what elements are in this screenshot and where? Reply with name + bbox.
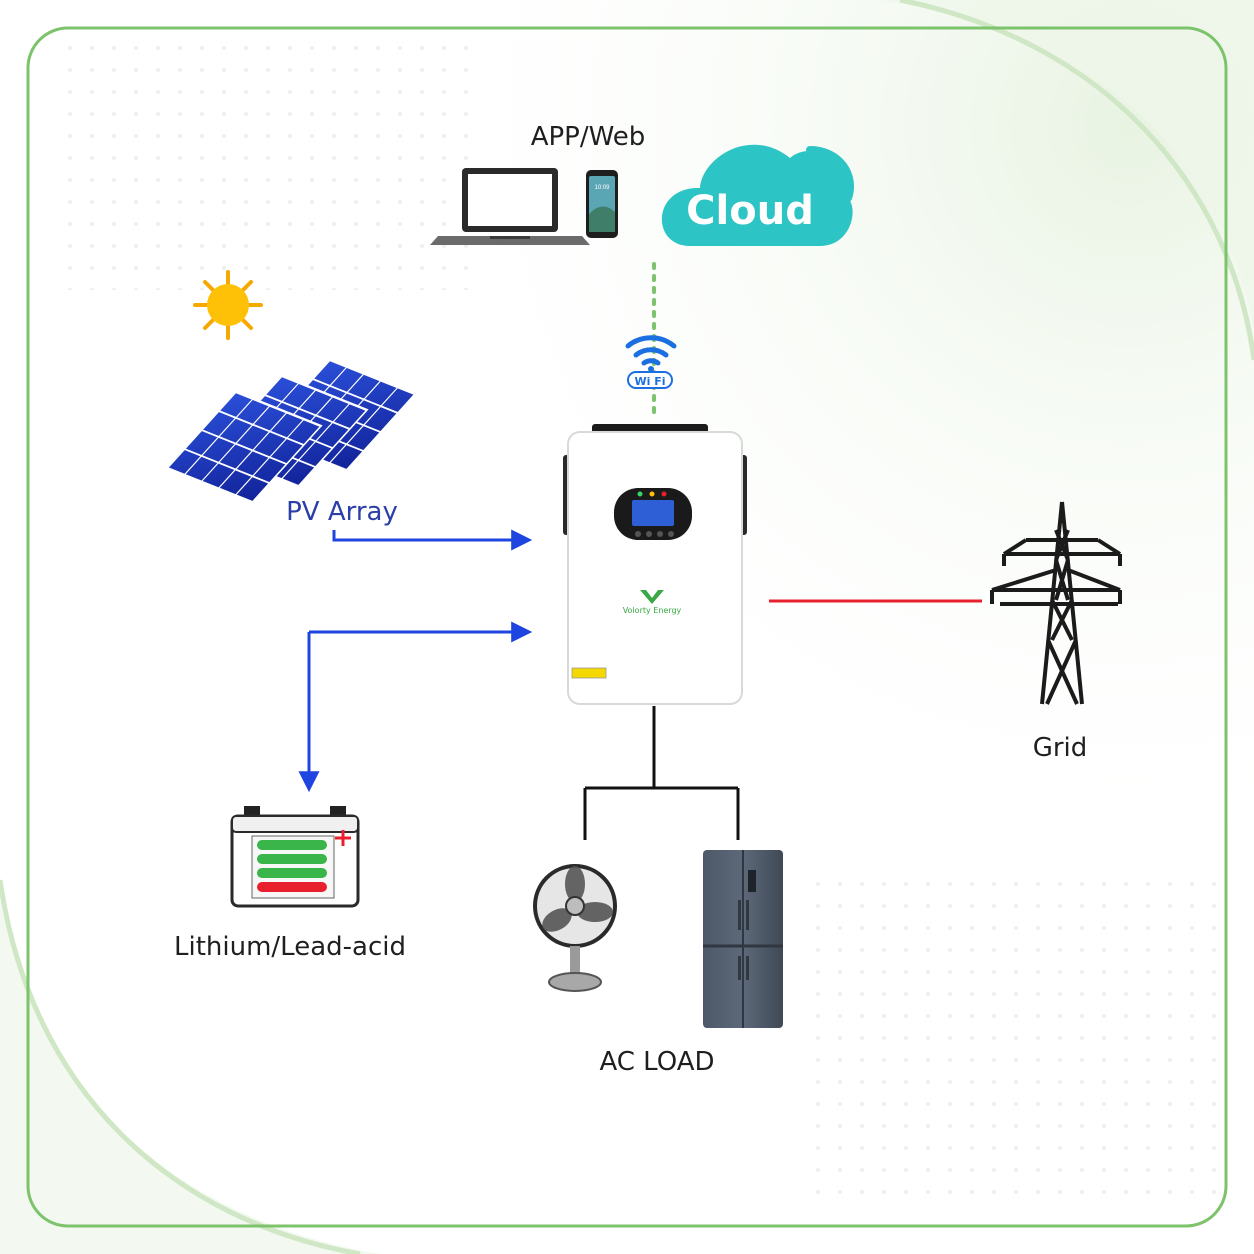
battery-icon xyxy=(230,806,360,908)
phone-time: 10:09 xyxy=(594,185,610,191)
pv-flow-arrow xyxy=(332,529,533,551)
solar-panels-icon xyxy=(165,358,417,504)
ac-load-label: AC LOAD xyxy=(599,1047,715,1077)
brand-label: Volorty Energy xyxy=(623,606,682,615)
frame-border xyxy=(26,26,1228,1228)
app-web-label: APP/Web xyxy=(530,122,646,152)
refrigerator-icon xyxy=(703,850,783,1028)
fan-icon xyxy=(533,864,617,992)
brand-logo-icon xyxy=(640,590,664,604)
battery-label: Lithium/Lead-acid xyxy=(174,932,406,962)
laptop-icon xyxy=(430,168,590,245)
inverter-icon: Volorty Energy xyxy=(563,424,747,705)
power-tower-icon xyxy=(990,501,1122,705)
ac-load-connection xyxy=(583,706,740,840)
wifi-label: Wi Fi xyxy=(634,375,665,388)
grid-label: Grid xyxy=(1032,733,1088,763)
wifi-icon: Wi Fi xyxy=(625,335,677,389)
sun-icon xyxy=(193,270,263,340)
phone-icon: 10:09 xyxy=(586,170,618,238)
pv-array-label: PV Array xyxy=(286,497,398,527)
cloud-label: Cloud xyxy=(686,188,814,234)
cloud-icon: Cloud xyxy=(661,144,854,246)
